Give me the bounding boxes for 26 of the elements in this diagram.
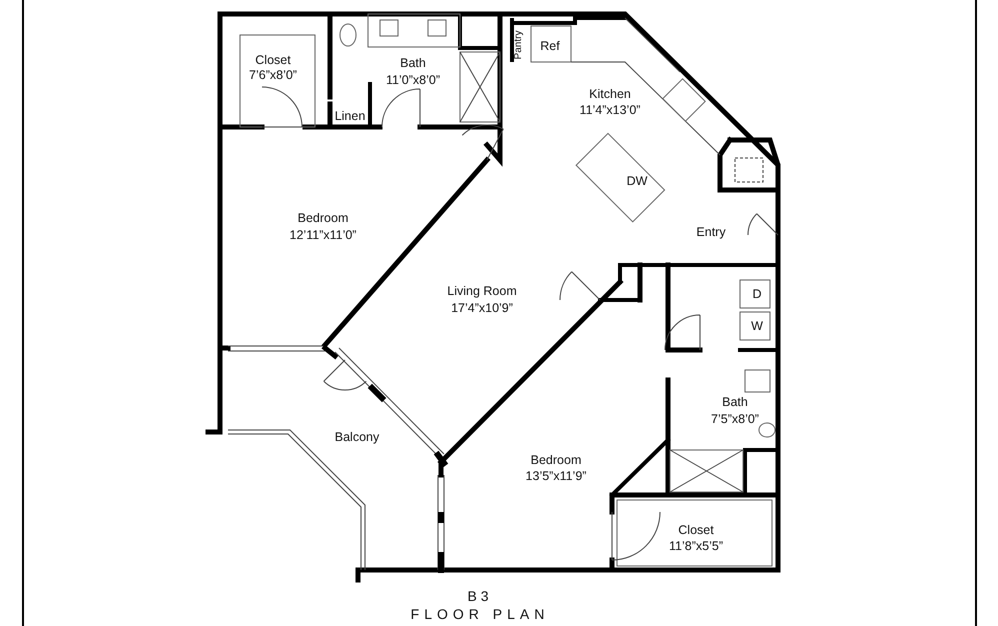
plan-caption: FLOOR PLAN: [410, 607, 550, 621]
dimension-label: 12’11”x11’0”: [290, 228, 356, 242]
dimension-label: 17’4”x10’9”: [451, 302, 513, 314]
room-label: Living Room: [447, 284, 517, 298]
room-label: Closet: [678, 524, 714, 536]
dimension-label: 13’5”x11’9”: [526, 470, 586, 482]
room-label: Bedroom: [530, 454, 582, 466]
room-label: Bath: [400, 56, 426, 70]
appliance-label: D: [752, 288, 762, 300]
room-label: Entry: [696, 226, 726, 238]
dimension-label: 7’6”x8’0”: [249, 68, 297, 82]
dimension-label: 11’0”x8’0”: [386, 74, 440, 86]
room-label: Closet: [255, 54, 291, 66]
room-label: Bath: [722, 396, 748, 408]
room-label: Linen: [334, 110, 366, 122]
dimension-label: 7’5”x8’0”: [711, 412, 759, 426]
appliance-label: Ref: [540, 40, 560, 52]
dimension-label: 11’8”x5’5”: [669, 540, 723, 552]
appliance-label: DW: [626, 174, 648, 188]
appliance-label: W: [751, 320, 763, 332]
room-label: Kitchen: [589, 88, 631, 100]
room-label: Pantry: [514, 30, 524, 60]
room-label: Bedroom: [298, 212, 348, 224]
plan-title: B3: [467, 589, 493, 603]
dimension-label: 11’4”x13’0”: [580, 104, 640, 116]
room-label: Balcony: [334, 430, 380, 444]
